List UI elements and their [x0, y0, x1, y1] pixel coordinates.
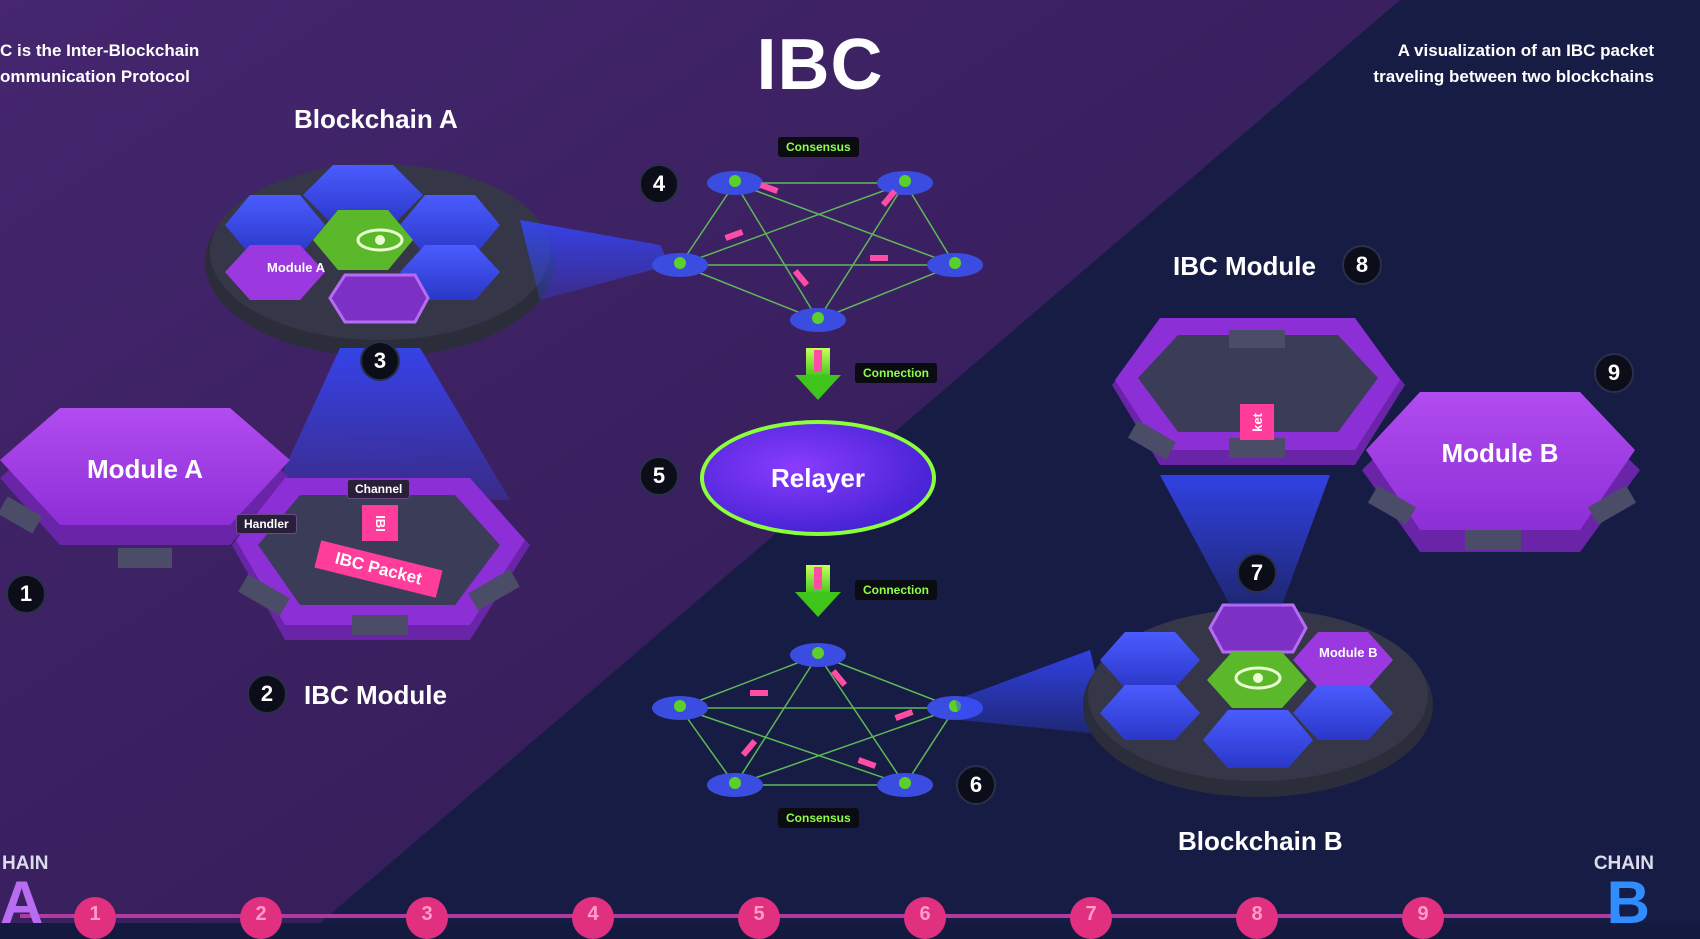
left-description-line: C is the Inter-Blockchain [0, 41, 200, 60]
timeline-step-8[interactable]: 8 [1236, 897, 1278, 939]
ibc-packet-fragment-b-text: ket [1249, 412, 1265, 432]
relayer-node: Relayer [700, 420, 936, 536]
ibc-module-b-hex [1112, 318, 1405, 465]
page-title: IBC [756, 25, 884, 105]
badge-6: 6 [956, 765, 996, 805]
beam-a-consensus [520, 220, 670, 300]
ibc-packet-fragment-b: ket [1240, 404, 1274, 440]
module-b-label: Module B [1441, 438, 1559, 468]
timeline-right-letter: B [1606, 869, 1650, 936]
timeline-step-3[interactable]: 3 [406, 897, 448, 939]
badge-4: 4 [639, 164, 679, 204]
connection-label-top: Connection [855, 363, 937, 383]
consensus-bottom-nodes [652, 643, 983, 797]
timeline-left-letter: A [0, 869, 44, 936]
timeline-step-7[interactable]: 7 [1070, 897, 1112, 939]
blockchain-a-hexes [225, 165, 500, 324]
consensus-bottom-network [678, 654, 957, 786]
badge-2: 2 [247, 674, 287, 714]
beam-ibc-module-b [1160, 475, 1330, 605]
left-description: C is the Inter-Blockchain ommunication P… [0, 38, 199, 90]
right-description-line: A visualization of an IBC packet [1397, 41, 1654, 60]
timeline-left-caption: HAIN [2, 853, 49, 874]
ibc-module-a-label: IBC Module [304, 680, 447, 710]
connection-arrow-bottom [795, 565, 841, 617]
left-description-line: ommunication Protocol [0, 67, 190, 86]
ibc-packet-fragment-a: IBI [362, 505, 398, 541]
timeline-step-4[interactable]: 4 [572, 897, 614, 939]
consensus-bottom-label: Consensus [778, 808, 859, 828]
connection-arrow-top [795, 348, 841, 400]
timeline-right-caption: CHAIN [1593, 853, 1654, 874]
blockchain-b-hexes [1100, 603, 1393, 768]
badge-8: 8 [1342, 245, 1382, 285]
badge-9: 9 [1594, 353, 1634, 393]
blockchain-a-label: Blockchain A [294, 104, 458, 134]
beam-a-ibc-module [270, 348, 510, 500]
badge-3: 3 [360, 341, 400, 381]
right-description-line: traveling between two blockchains [1373, 67, 1654, 86]
blockchain-b-label: Blockchain B [1178, 826, 1343, 856]
badge-7: 7 [1237, 553, 1277, 593]
timeline-step-5[interactable]: 5 [738, 897, 780, 939]
consensus-top-network [678, 182, 957, 321]
blockchain-a-module-tag: Module A [267, 260, 326, 275]
timeline-step-9[interactable]: 9 [1402, 897, 1444, 939]
blockchain-b-module-tag: Module B [1319, 645, 1378, 660]
module-a-hex [0, 408, 290, 568]
handler-tag: Handler [236, 514, 297, 534]
module-a-label: Module A [86, 454, 204, 484]
ibc-packet-fragment-a-text: IBI [372, 514, 388, 532]
connection-label-bottom: Connection [855, 580, 937, 600]
consensus-top-label: Consensus [778, 137, 859, 157]
badge-1: 1 [6, 574, 46, 614]
ibc-module-b-label: IBC Module [1173, 251, 1316, 281]
badge-5: 5 [639, 456, 679, 496]
timeline-step-2[interactable]: 2 [240, 897, 282, 939]
module-b-hex [1362, 392, 1640, 552]
consensus-top-nodes [652, 171, 983, 332]
right-description: A visualization of an IBC packet traveli… [1373, 38, 1654, 90]
beam-consensus-b [955, 650, 1110, 735]
timeline-step-1[interactable]: 1 [74, 897, 116, 939]
timeline-step-6[interactable]: 6 [904, 897, 946, 939]
channel-tag: Channel [347, 479, 411, 499]
